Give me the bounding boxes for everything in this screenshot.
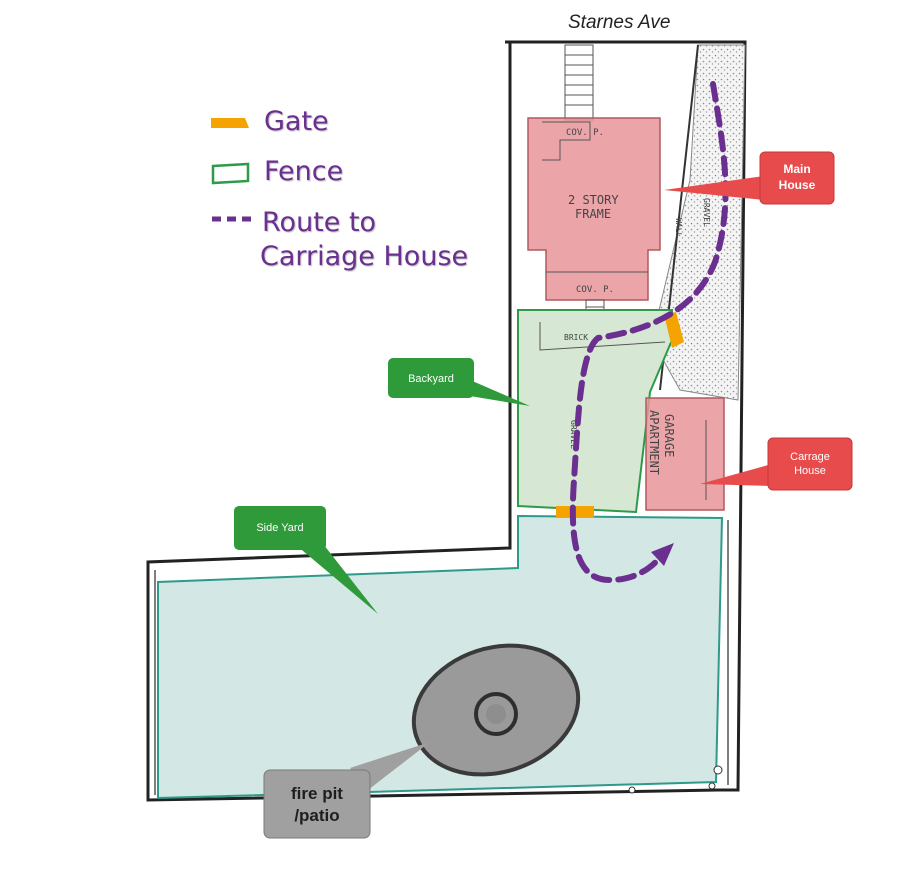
route-path (569, 81, 729, 584)
fire-pit-callout: fire pit /patio (263, 742, 430, 839)
route-legend-label-2: Carriage House (260, 241, 469, 272)
brick-label: BRICK (564, 333, 588, 342)
side-yard-area (157, 514, 724, 800)
gravel-path-label: GRAVEL (569, 420, 578, 449)
side-yard-callout: Side Yard (234, 506, 378, 614)
street-name-label: Starnes Ave (568, 12, 671, 33)
fire-pit-callout-label-2: /patio (294, 806, 339, 825)
carriage-house-callout: Carrage House (700, 437, 853, 491)
carriage-house-footprint (645, 397, 725, 511)
gravel-drive-label: GRAVEL (702, 198, 711, 227)
covered-porch-outline (542, 121, 591, 161)
main-house-callout-label-2: House (779, 178, 816, 192)
gate-marker-driveway (664, 312, 684, 348)
wall-label: WALL (674, 218, 683, 237)
backyard-callout-label: Backyard (408, 373, 454, 385)
carriage-house-callout-label-1: Carrage (790, 451, 830, 463)
side-yard-callout-label: Side Yard (256, 522, 303, 534)
route-arrowhead (651, 543, 674, 566)
gate-legend-icon (211, 118, 249, 128)
main-house-callout-label-1: Main (783, 162, 810, 176)
carriage-house-callout-pointer (700, 464, 772, 486)
main-house-footprint (527, 117, 661, 301)
cov-porch-bottom-label: COV. P. (576, 285, 614, 295)
fence-posts (628, 765, 723, 794)
backyard-callout-pointer (470, 380, 530, 406)
main-house-callout-pointer (664, 176, 764, 200)
garage-label-2: APARTMENT (647, 410, 661, 475)
fire-pit-callout-label-1: fire pit (291, 784, 343, 803)
story-frame-label-1: 2 STORY (568, 193, 619, 207)
gate-legend-label: Gate (264, 106, 329, 137)
brick-patio-outline (539, 322, 666, 351)
fence-legend-icon (211, 162, 250, 185)
backyard-callout: Backyard (388, 358, 530, 406)
garage-label-1: GARAGE (662, 414, 676, 457)
carriage-house-callout-label-2: House (794, 465, 826, 477)
story-frame-label-2: FRAME (575, 207, 611, 221)
main-house-callout: Main House (664, 151, 835, 205)
fire-pit-center (486, 704, 506, 724)
route-legend-label-1: Route to (262, 207, 377, 238)
fence-legend-label: Fence (264, 156, 344, 187)
side-yard-callout-pointer (290, 540, 378, 614)
cov-porch-top-label: COV. P. (566, 128, 604, 138)
backyard-area (517, 309, 673, 514)
